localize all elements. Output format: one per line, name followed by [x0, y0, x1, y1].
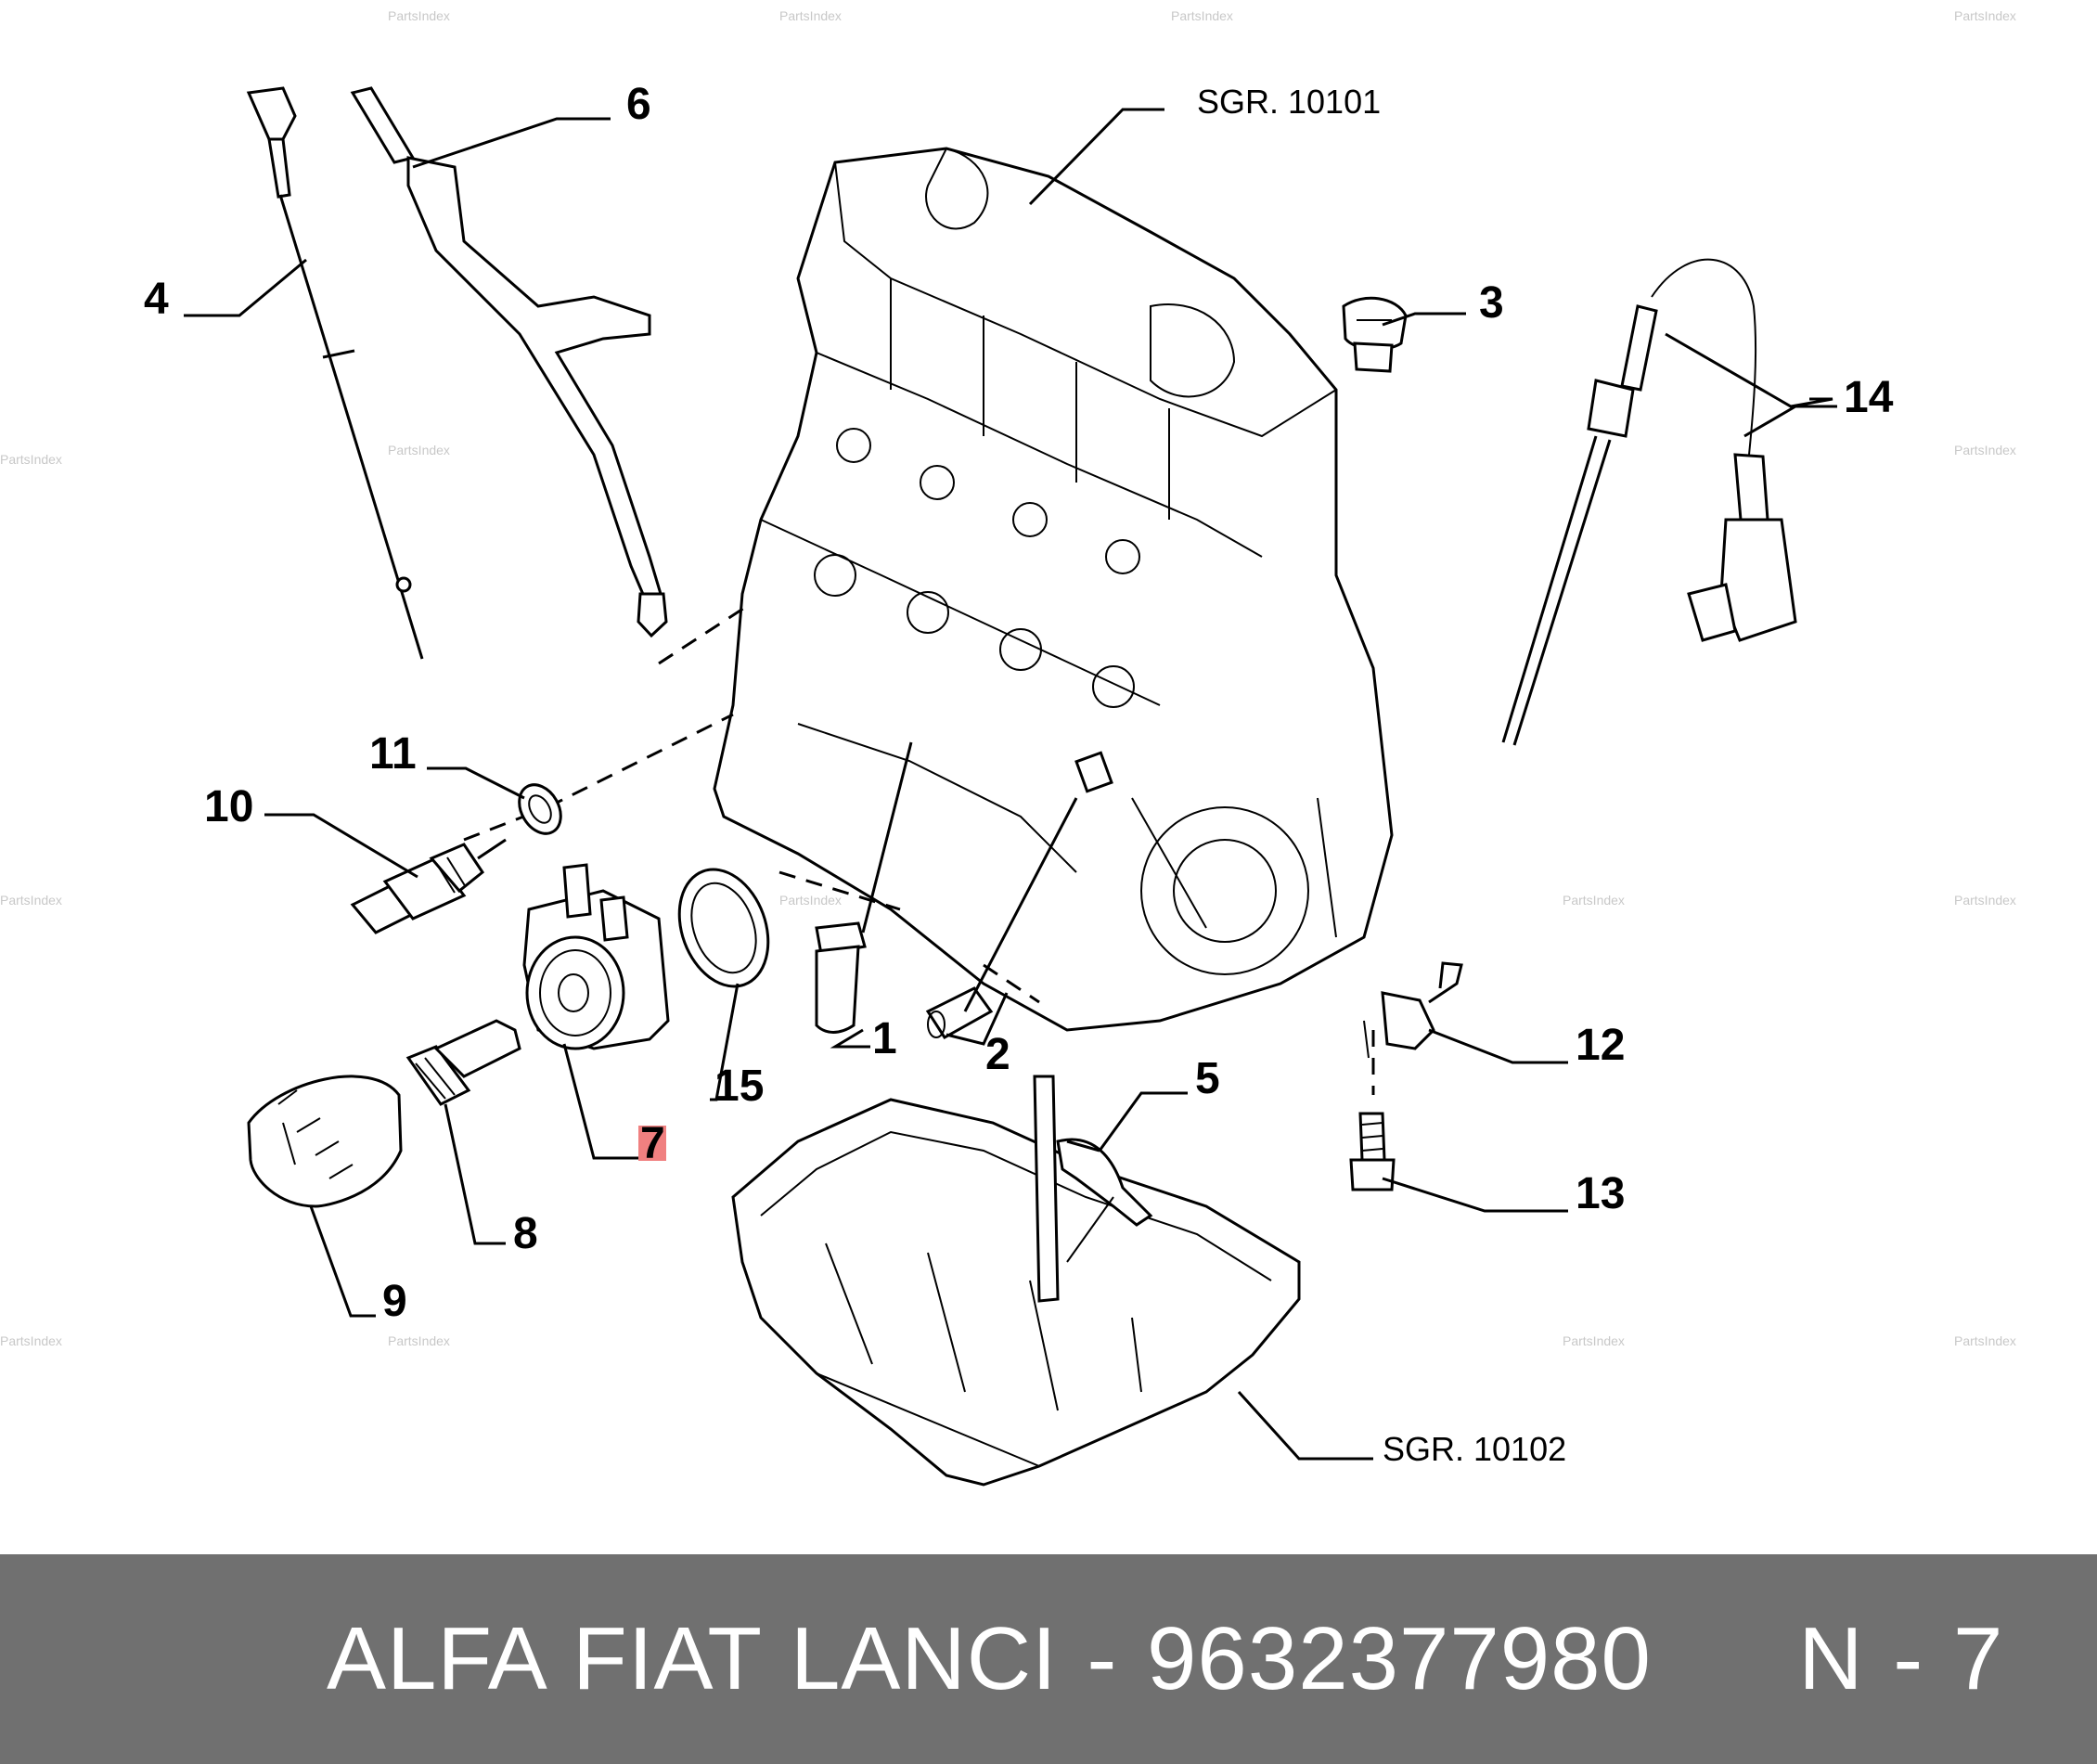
engine-block: [713, 147, 1394, 1032]
centre-bolt: [405, 1019, 521, 1106]
pressure-switch: [350, 838, 507, 934]
drain-plug: [1342, 296, 1408, 373]
callout-1: 1: [872, 1014, 897, 1063]
watermark: PartsIndex: [1954, 8, 2016, 23]
watermark: PartsIndex: [388, 1333, 450, 1348]
callout-3: 3: [1479, 278, 1504, 328]
callout-9: 9: [382, 1277, 407, 1326]
watermark: PartsIndex: [1563, 1333, 1625, 1348]
callout-2: 2: [985, 1030, 1010, 1079]
level-sensor: [1501, 258, 1797, 746]
bolt: [1349, 1112, 1396, 1191]
bushing: [815, 921, 867, 1034]
callout-12: 12: [1576, 1021, 1625, 1070]
watermark: PartsIndex: [0, 1333, 62, 1348]
highlight-marker: [638, 1126, 666, 1161]
oil-pan: [731, 1098, 1301, 1487]
callout-5: 5: [1195, 1054, 1220, 1103]
gasket: [677, 868, 770, 988]
watermark: PartsIndex: [388, 443, 450, 457]
dipstick: [246, 86, 424, 660]
oil-filter: [247, 1075, 403, 1208]
callout-14: 14: [1844, 373, 1894, 422]
callout-13: 13: [1576, 1169, 1625, 1218]
suction-pipe: [1033, 1075, 1153, 1303]
watermark: PartsIndex: [1954, 443, 2016, 457]
watermark: PartsIndex: [1954, 1333, 2016, 1348]
callout-8: 8: [513, 1209, 538, 1258]
oil-cooler: [522, 863, 670, 1050]
parts-diagram: PartsIndex PartsIndex PartsIndex PartsIn…: [0, 8, 2016, 1487]
watermark: PartsIndex: [779, 893, 842, 908]
callout-7: 7: [640, 1119, 665, 1168]
assembly-lines: [463, 601, 1375, 1095]
watermark: PartsIndex: [0, 452, 62, 467]
watermark: PartsIndex: [1171, 8, 1233, 23]
leader-lines: [184, 108, 1837, 1461]
reference-oil-pan: SGR. 10102: [1383, 1430, 1566, 1468]
dipstick-tube: [350, 86, 668, 638]
watermark: PartsIndex: [1563, 893, 1625, 908]
part-number-caption: ALFA FIAT LANCI - 9632377980 N - 7: [327, 1609, 2004, 1708]
watermark: PartsIndex: [0, 893, 62, 908]
callout-11: 11: [369, 729, 417, 779]
footer-bar: ALFA FIAT LANCI - 9632377980 N - 7: [0, 1554, 2097, 1764]
watermark: PartsIndex: [388, 8, 450, 23]
callout-4: 4: [144, 275, 169, 324]
watermark: PartsIndex: [1954, 893, 2016, 908]
callout-10: 10: [204, 782, 253, 831]
dowel-pin: [925, 986, 994, 1039]
callout-labels: 6 4 3 14 11 10 1 2 5 12 13 15 7 8 9 SGR.…: [144, 80, 1894, 1468]
watermark: PartsIndex: [779, 8, 842, 23]
callout-15: 15: [714, 1062, 764, 1111]
seal-washer: [518, 783, 562, 835]
bracket: [1363, 961, 1463, 1059]
callout-6: 6: [626, 80, 651, 129]
watermark-layer: PartsIndex PartsIndex PartsIndex PartsIn…: [0, 8, 2016, 1348]
reference-engine-block: SGR. 10101: [1197, 83, 1381, 121]
